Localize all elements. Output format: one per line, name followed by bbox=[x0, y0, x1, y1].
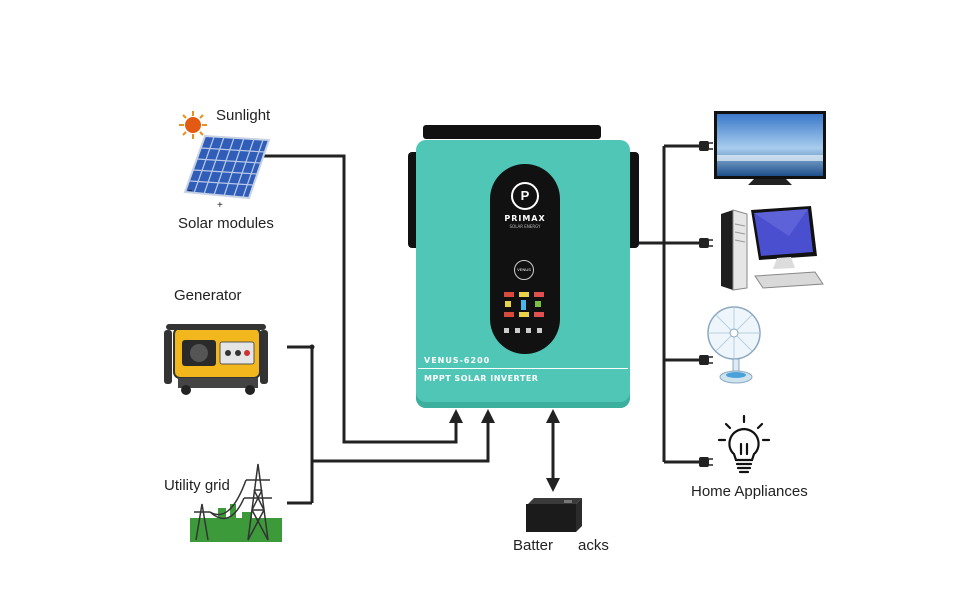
generator-icon bbox=[164, 324, 268, 395]
menu-button[interactable] bbox=[504, 328, 509, 333]
battery-packs-label: Batter acks bbox=[513, 537, 609, 554]
home-appliances-label: Home Appliances bbox=[691, 483, 808, 500]
display-segment bbox=[519, 292, 529, 297]
inverter-model: VENUS-6200 bbox=[424, 356, 491, 365]
inverter-unit: P PRIMAX SOLAR ENERGY VENUS VENUS-6200 M… bbox=[408, 125, 639, 410]
inverter-divider bbox=[418, 368, 628, 369]
display-segment bbox=[505, 301, 511, 307]
display-segment bbox=[534, 312, 544, 317]
inverter-control-panel: P PRIMAX SOLAR ENERGY VENUS bbox=[490, 164, 560, 354]
panel-plus-sign: + bbox=[217, 200, 223, 211]
inverter-top-bracket bbox=[423, 125, 601, 139]
fan-icon bbox=[707, 306, 761, 384]
inverter-display bbox=[502, 290, 548, 320]
inverter-brand-sub: SOLAR ENERGY bbox=[509, 224, 541, 229]
utility-grid-icon bbox=[190, 463, 282, 542]
display-segment bbox=[534, 292, 544, 297]
inverter-brand: PRIMAX bbox=[504, 214, 546, 223]
light-bulb-icon bbox=[717, 414, 771, 474]
enter-button[interactable] bbox=[537, 328, 542, 333]
down-button[interactable] bbox=[526, 328, 531, 333]
desktop-computer-icon bbox=[721, 206, 824, 291]
sun-icon bbox=[179, 111, 207, 139]
tv-icon bbox=[714, 111, 826, 185]
display-segment bbox=[519, 312, 529, 317]
venus-badge: VENUS bbox=[514, 260, 534, 280]
utility-grid-label: Utility grid bbox=[164, 477, 230, 494]
display-segment bbox=[535, 301, 541, 307]
panel-minus-sign: - bbox=[188, 182, 193, 197]
solar-modules-label: Solar modules bbox=[178, 215, 274, 232]
display-segment bbox=[504, 292, 514, 297]
generator-label: Generator bbox=[174, 287, 242, 304]
up-button[interactable] bbox=[515, 328, 520, 333]
inverter-type: MPPT SOLAR INVERTER bbox=[424, 374, 539, 383]
display-segment bbox=[504, 312, 514, 317]
sunlight-label: Sunlight bbox=[216, 107, 271, 124]
solar-panel-icon bbox=[183, 134, 271, 200]
primax-logo-icon: P bbox=[511, 182, 539, 210]
display-segment bbox=[521, 300, 526, 310]
battery-icon bbox=[526, 498, 582, 532]
